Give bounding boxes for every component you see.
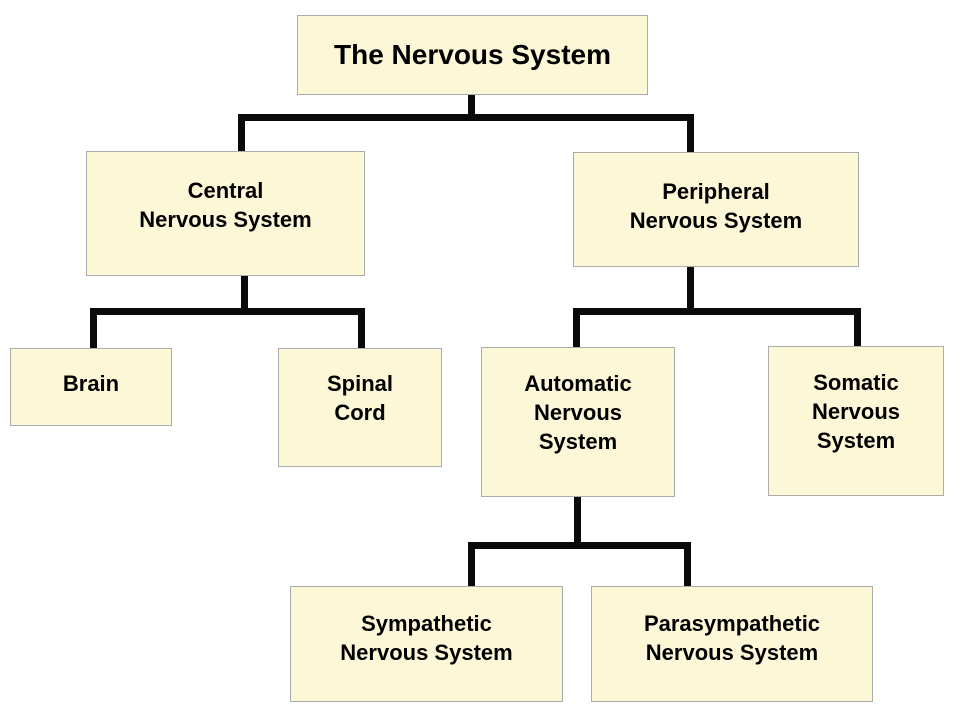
node-sympathetic-nervous-system: Sympathetic Nervous System — [290, 586, 563, 702]
node-label: Nervous System — [645, 640, 819, 665]
node-spinal-cord: Spinal Cord — [278, 348, 442, 467]
node-central-nervous-system: Central Nervous System — [86, 151, 365, 276]
node-label: System — [816, 428, 896, 453]
connector-root-stem — [468, 95, 475, 121]
node-parasympathetic-nervous-system: Parasympathetic Nervous System — [591, 586, 873, 702]
node-peripheral-nervous-system: Peripheral Nervous System — [573, 152, 859, 267]
connector-peripheral-stem — [687, 267, 694, 315]
connector-automatic-stem — [574, 497, 581, 549]
node-the-nervous-system: The Nervous System — [297, 15, 648, 95]
connector-root-drop-central — [238, 114, 245, 151]
connector-root-drop-peripheral — [687, 114, 694, 152]
connector-automatic-drop-parasympathetic — [684, 542, 691, 586]
node-somatic-nervous-system: Somatic Nervous System — [768, 346, 944, 496]
node-label: Central — [187, 178, 264, 203]
node-label: Sympathetic — [361, 611, 492, 636]
node-label: Nervous System — [340, 640, 513, 665]
node-label: Automatic — [524, 371, 632, 396]
node-label: Somatic — [813, 370, 899, 395]
connector-central-drop-spinal-cord — [358, 308, 365, 348]
connector-automatic-bar — [468, 542, 691, 549]
connector-automatic-drop-sympathetic — [468, 542, 475, 586]
connector-central-bar — [90, 308, 365, 315]
node-brain: Brain — [10, 348, 172, 426]
connector-peripheral-drop-automatic — [573, 308, 580, 347]
node-label: Nervous System — [139, 207, 312, 232]
connector-peripheral-drop-somatic — [854, 308, 861, 346]
connector-central-drop-brain — [90, 308, 97, 348]
node-label: Nervous — [533, 400, 623, 425]
node-label: Parasympathetic — [643, 611, 821, 636]
node-label: System — [538, 429, 618, 454]
node-label: Nervous — [811, 399, 901, 424]
node-label: The Nervous System — [334, 39, 611, 70]
connector-root-bar — [238, 114, 694, 121]
connector-peripheral-bar — [573, 308, 861, 315]
node-label: Spinal — [326, 371, 393, 396]
node-label: Peripheral — [662, 179, 770, 204]
node-label: Brain — [62, 371, 120, 396]
node-automatic-nervous-system: Automatic Nervous System — [481, 347, 675, 497]
node-label: Nervous System — [629, 208, 803, 233]
node-label: Cord — [334, 400, 386, 425]
connector-central-stem — [241, 276, 248, 315]
